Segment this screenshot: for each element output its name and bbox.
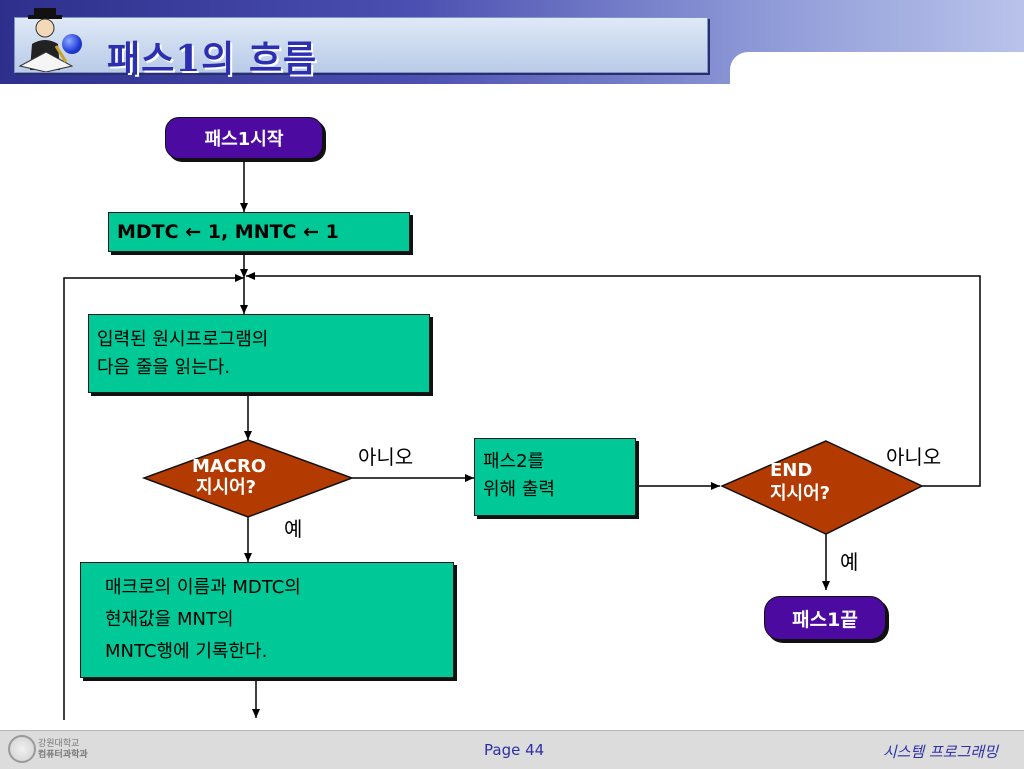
end-decision-diamond xyxy=(720,440,924,535)
record-label-line3: MNTC행에 기록한다. xyxy=(105,641,268,662)
macro-decision-diamond xyxy=(141,439,355,518)
init-label: MDTC ← 1, MNTC ← 1 xyxy=(117,221,339,243)
header-tab-shape xyxy=(730,52,1024,86)
read-label-line1: 입력된 원시프로그램의 xyxy=(97,329,269,350)
end-terminal: 패스1끝 xyxy=(764,596,886,640)
title-bullet-icon xyxy=(62,34,82,54)
output-box: 패스2를 위해 출력 xyxy=(474,438,636,516)
record-label-line1: 매크로의 이름과 MDTC의 xyxy=(105,577,301,598)
start-label: 패스1시작 xyxy=(204,129,284,150)
record-box: 매크로의 이름과 MDTC의 현재값을 MNT의 MNTC행에 기록한다. xyxy=(80,562,454,678)
init-box: MDTC ← 1, MNTC ← 1 xyxy=(108,212,410,252)
start-terminal: 패스1시작 xyxy=(165,117,323,159)
flow-connectors xyxy=(63,160,981,720)
end-q-line2: 지시어? xyxy=(770,483,831,504)
course-title: 시스템 프로그래밍 xyxy=(882,743,998,761)
page-number: Page 44 xyxy=(484,741,545,759)
output-label-line2: 위해 출력 xyxy=(483,479,555,500)
macro-no-label: 아니오 xyxy=(358,445,414,469)
end-label: 패스1끝 xyxy=(792,608,858,631)
slide-header: 패스1의 흐름 xyxy=(0,0,1024,86)
macro-yes-label: 예 xyxy=(284,517,303,541)
macro-q-line2: 지시어? xyxy=(196,477,257,498)
macro-q-line1: MACRO xyxy=(192,456,267,477)
read-label-line2: 다음 줄을 읽는다. xyxy=(97,357,231,378)
end-no-label: 아니오 xyxy=(886,445,942,469)
end-yes-label: 예 xyxy=(840,550,859,574)
university-name-line1: 강원대학교 xyxy=(38,739,80,749)
university-seal-icon xyxy=(8,735,36,763)
output-label-line1: 패스2를 xyxy=(483,451,545,472)
end-q-line1: END xyxy=(770,460,813,481)
loop-right xyxy=(246,272,981,487)
university-name-line2: 컴퓨터과학과 xyxy=(38,750,88,760)
title-box: 패스1의 흐름 xyxy=(14,17,708,80)
record-label-line2: 현재값을 MNT의 xyxy=(105,609,234,630)
read-line-box: 입력된 원시프로그램의 다음 줄을 읽는다. xyxy=(88,314,430,393)
slide-title: 패스1의 흐름 xyxy=(107,38,318,80)
slide-footer: 강원대학교 컴퓨터과학과 Page 44 시스템 프로그래밍 xyxy=(0,730,1024,769)
loop-left xyxy=(63,274,244,720)
teacher-clipart-icon xyxy=(18,8,74,72)
